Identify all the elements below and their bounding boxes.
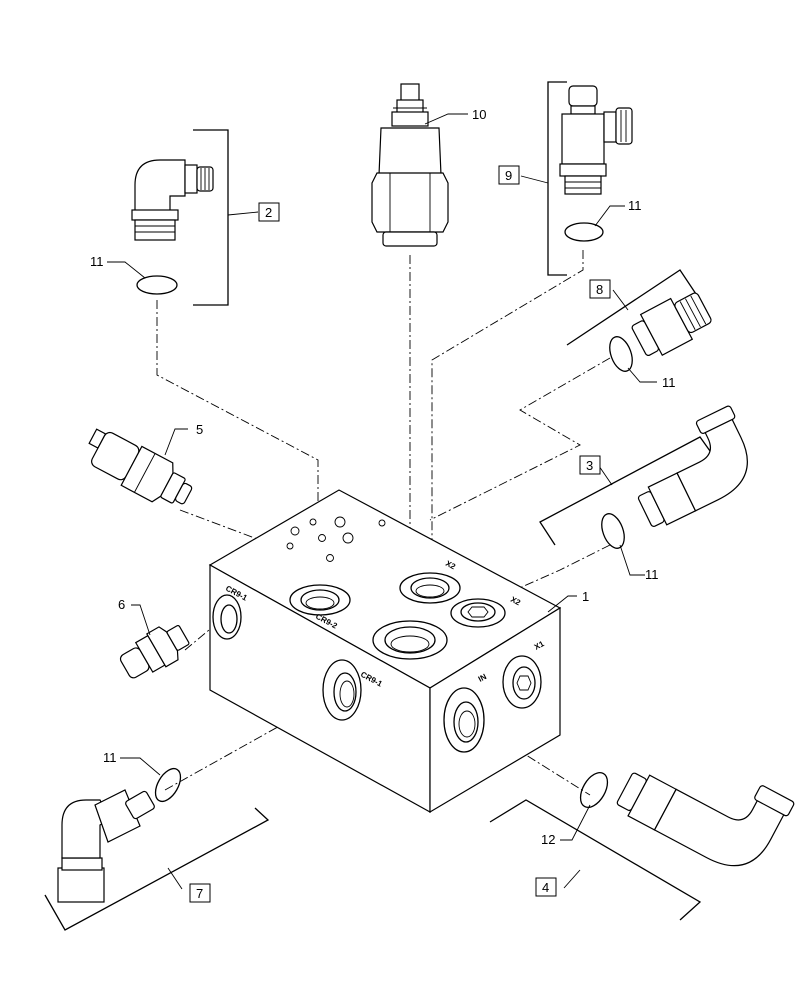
port-cr9-2 bbox=[289, 584, 351, 616]
callout-8: 8 bbox=[596, 282, 603, 297]
callout-box-8 bbox=[589, 279, 611, 299]
o-ring-11-a bbox=[136, 275, 178, 295]
callout-10: 10 bbox=[472, 107, 486, 122]
fitting-6 bbox=[119, 624, 190, 679]
tee-fitting-9 bbox=[559, 85, 633, 195]
o-ring-12 bbox=[579, 772, 609, 808]
port-x1 bbox=[502, 655, 542, 709]
manifold-right-face bbox=[429, 606, 561, 814]
callout-box-3 bbox=[579, 455, 601, 475]
callout-3: 3 bbox=[586, 458, 593, 473]
callout-11-e: 11 bbox=[103, 750, 117, 765]
pressure-switch-5 bbox=[88, 428, 193, 505]
label-x2-plug: X2 bbox=[509, 595, 522, 608]
elbow-fitting-7 bbox=[57, 789, 155, 903]
leader-lines bbox=[107, 113, 657, 841]
port-x2-plug bbox=[450, 598, 506, 628]
port-cr9-1-front bbox=[322, 659, 362, 721]
o-ring-11-b bbox=[564, 222, 604, 242]
callouts: 2 9 8 3 4 7 10 11 11 11 11 11 12 5 6 1 bbox=[90, 107, 676, 903]
callout-9: 9 bbox=[505, 168, 512, 183]
callout-box-7 bbox=[189, 883, 211, 903]
o-ring-11-d bbox=[601, 513, 625, 549]
label-x2-top: X2 bbox=[444, 559, 457, 572]
port-x2-top bbox=[399, 572, 461, 604]
callout-1: 1 bbox=[582, 589, 589, 604]
elbow-fitting-3 bbox=[637, 405, 748, 527]
label-in: IN bbox=[477, 672, 488, 684]
callout-box-9 bbox=[498, 165, 520, 185]
assembly-lines bbox=[156, 250, 611, 796]
port-cr9-1-left bbox=[212, 594, 242, 640]
callout-4: 4 bbox=[542, 880, 549, 895]
callout-11-a: 11 bbox=[90, 254, 104, 269]
callout-7: 7 bbox=[196, 886, 203, 901]
port-center bbox=[372, 620, 448, 660]
callout-5: 5 bbox=[196, 422, 203, 437]
callout-11-b: 11 bbox=[628, 198, 642, 213]
callout-11-c: 11 bbox=[662, 375, 676, 390]
callout-12: 12 bbox=[541, 832, 555, 847]
elbow-fitting-2 bbox=[131, 159, 214, 241]
o-ring-11-e bbox=[154, 767, 182, 803]
o-ring-11-c bbox=[609, 336, 633, 372]
port-in bbox=[443, 687, 485, 753]
callout-2: 2 bbox=[265, 205, 272, 220]
callout-box-2 bbox=[258, 202, 280, 222]
straight-fitting-8 bbox=[631, 292, 712, 356]
elbow-fitting-4 bbox=[616, 772, 795, 867]
callout-11-d: 11 bbox=[645, 567, 659, 582]
label-x1: X1 bbox=[533, 639, 546, 652]
manifold-block: CR9-1 CR9-2 X2 X2 CR9-1 IN X1 bbox=[208, 489, 562, 814]
manifold-top-holes bbox=[286, 516, 386, 562]
callout-box-4 bbox=[535, 877, 557, 897]
valve-cartridge-10 bbox=[371, 83, 449, 247]
callout-6: 6 bbox=[118, 597, 125, 612]
